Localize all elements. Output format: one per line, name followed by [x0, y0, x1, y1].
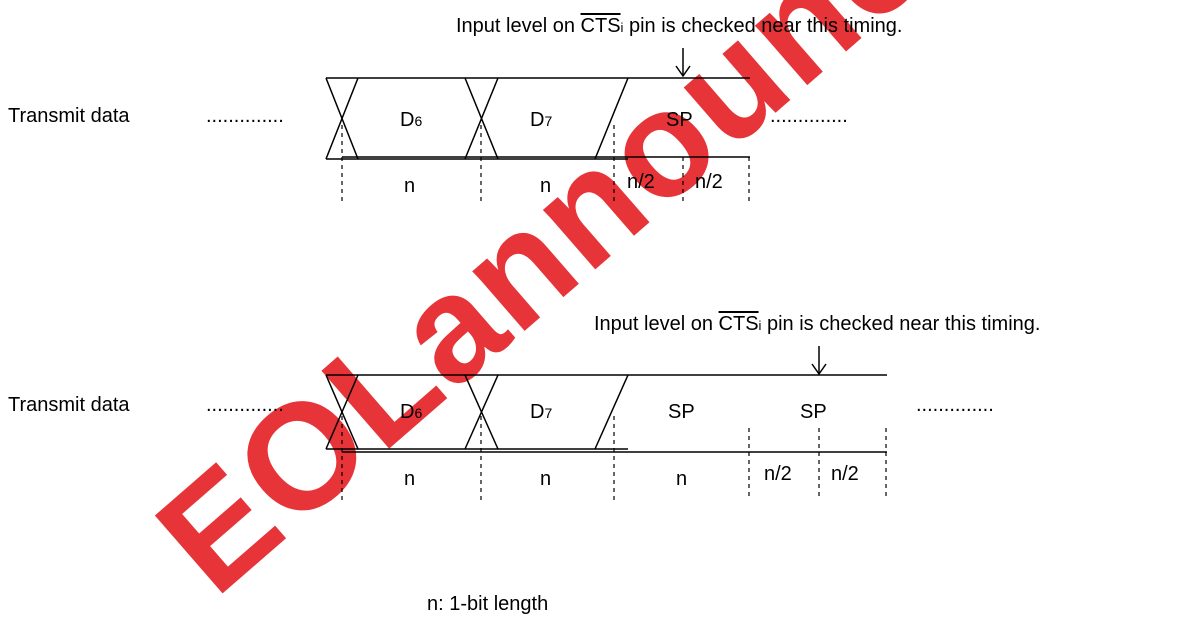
timing-diagram-1: Input level on CTSi pin is checked near … — [8, 15, 902, 205]
arrow-down-icon — [675, 48, 691, 78]
duration-label: n — [404, 175, 415, 197]
duration-label: n/2 — [695, 171, 723, 193]
dots-right: .............. — [916, 394, 994, 416]
timing-diagram-2: Input level on CTSi pin is checked near … — [8, 313, 1040, 500]
dots-left: .............. — [206, 394, 284, 416]
cts-check-note-2: Input level on CTSi pin is checked near … — [594, 313, 1040, 335]
bit-d6: D6 — [400, 401, 422, 423]
row-label-transmit-data: Transmit data — [8, 105, 130, 127]
dots-right: .............. — [770, 105, 848, 127]
bit-d7: D7 — [530, 401, 552, 423]
bit-sp: SP — [668, 401, 695, 423]
signal-waveform — [325, 374, 887, 450]
dots-left: .............. — [206, 105, 284, 127]
duration-label: n — [540, 175, 551, 197]
duration-label: n/2 — [831, 463, 859, 485]
duration-label: n — [676, 468, 687, 490]
duration-label: n — [404, 468, 415, 490]
duration-label: n/2 — [627, 171, 655, 193]
cts-signal-name: CTS — [581, 15, 621, 37]
cts-check-note-1: Input level on CTSi pin is checked near … — [456, 15, 902, 37]
bit-d7: D7 — [530, 109, 552, 131]
duration-label: n — [540, 468, 551, 490]
row-label-transmit-data: Transmit data — [8, 394, 130, 416]
bit-sp: SP — [800, 401, 827, 423]
bit-d6: D6 — [400, 109, 422, 131]
legend-bit-length: n: 1-bit length — [427, 593, 548, 615]
cts-signal-name: CTS — [719, 313, 759, 335]
arrow-down-icon — [811, 346, 827, 376]
bit-sp: SP — [666, 109, 693, 131]
duration-label: n/2 — [764, 463, 792, 485]
